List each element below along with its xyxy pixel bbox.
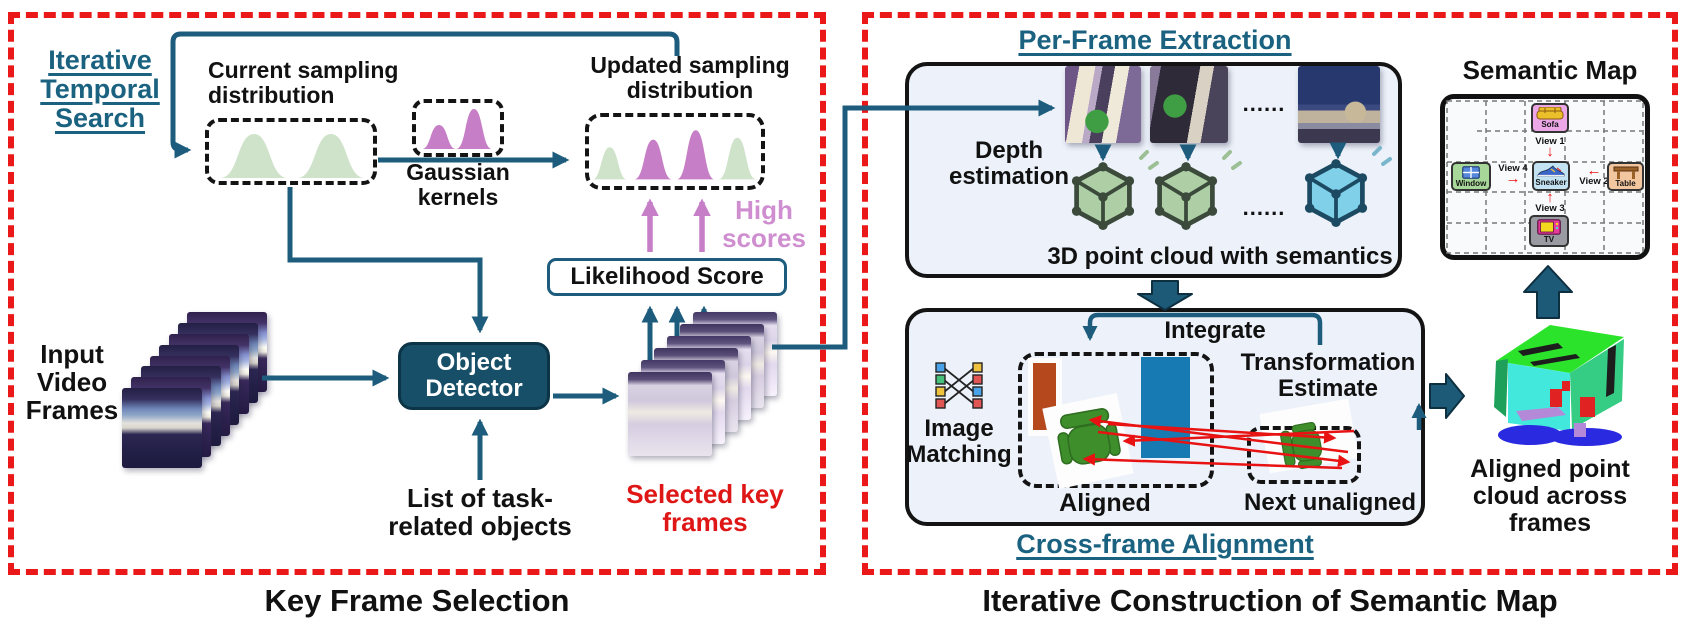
extraction-photo-1 bbox=[1065, 66, 1141, 143]
sneaker-icon bbox=[1537, 165, 1565, 177]
map-view-3: ↑ View 3 bbox=[1526, 189, 1574, 214]
pointcloud-cube-icon bbox=[1153, 162, 1219, 237]
map-sneaker-tile: Sneaker bbox=[1532, 161, 1570, 191]
aligned-label: Aligned bbox=[1059, 489, 1151, 517]
window-icon bbox=[1462, 165, 1480, 179]
extraction-photo-3 bbox=[1298, 66, 1380, 143]
frame-ellipsis: ...... bbox=[1242, 91, 1286, 116]
likelihood-score-box: Likelihood Score bbox=[547, 258, 787, 296]
current-distribution-curves bbox=[220, 134, 365, 178]
depth-estimation-label: Depth estimation bbox=[948, 137, 1070, 190]
updated-distribution-curves bbox=[592, 130, 757, 180]
cross-frame-alignment-heading: Cross-frame Alignment bbox=[1016, 529, 1314, 559]
per-frame-extraction-heading: Per-Frame Extraction bbox=[1018, 25, 1292, 55]
aligned-pointcloud-image bbox=[1488, 314, 1628, 459]
selected-keyframes-label: Selected key frames bbox=[626, 479, 784, 538]
sofa-label: Sofa bbox=[1541, 120, 1559, 129]
sneaker-label: Sneaker bbox=[1535, 178, 1567, 187]
semantic-map-construction-caption: Iterative Construction of Semantic Map bbox=[982, 583, 1558, 618]
window-label: Window bbox=[1455, 178, 1487, 188]
map-view-2: ← View 2 bbox=[1574, 162, 1614, 187]
view-1-label: View 1 bbox=[1535, 136, 1565, 147]
transformation-estimate-label: Transformation Estimate bbox=[1240, 349, 1416, 402]
video-frame-thumbnail bbox=[122, 388, 202, 468]
view-4-arrow-icon: → bbox=[1505, 169, 1521, 187]
unaligned-chair-icon bbox=[1278, 416, 1337, 474]
view-3-arrow-icon: ↑ bbox=[1546, 189, 1554, 206]
keyframe-thumbnail bbox=[628, 372, 712, 456]
image-matching-label: Image Matching bbox=[906, 415, 1012, 468]
table-icon bbox=[1613, 166, 1638, 179]
iterative-temporal-search-heading: Iterative Temporal Search bbox=[40, 45, 160, 134]
current-distribution-box bbox=[205, 118, 377, 185]
updated-distribution-label: Updated sampling distribution bbox=[590, 52, 790, 103]
tv-icon bbox=[1537, 218, 1561, 235]
aligned-chair-icon bbox=[1052, 401, 1126, 486]
pointcloud-cube-icon-blue bbox=[1303, 159, 1369, 234]
input-video-frames-label: Input Video Frames bbox=[25, 339, 119, 426]
view-3-label: View 3 bbox=[1535, 202, 1565, 214]
map-tv-tile: TV bbox=[1529, 215, 1569, 247]
task-objects-label: List of task- related objects bbox=[388, 483, 572, 542]
image-matching-icon bbox=[933, 360, 985, 419]
view-1-arrow-icon: ↓ bbox=[1546, 142, 1554, 160]
aligned-pointcloud-label: Aligned point cloud across frames bbox=[1470, 455, 1630, 537]
keyframe-selection-caption: Key Frame Selection bbox=[264, 583, 570, 618]
map-view-4: View 4 → bbox=[1494, 163, 1532, 187]
integrate-label: Integrate bbox=[1164, 317, 1266, 344]
tv-label: TV bbox=[1543, 234, 1555, 244]
extraction-photo-2 bbox=[1150, 66, 1228, 143]
next-unaligned-label: Next unaligned bbox=[1243, 489, 1417, 516]
map-view-1: View 1 ↓ bbox=[1526, 136, 1574, 160]
high-scores-label: High scores bbox=[722, 195, 806, 254]
table-label: Table bbox=[1615, 178, 1636, 188]
aligned-blue-object bbox=[1141, 357, 1190, 458]
map-table-tile: Table bbox=[1607, 162, 1644, 191]
cloud-ellipsis: ...... bbox=[1242, 195, 1286, 220]
pointcloud-semantics-label: 3D point cloud with semantics bbox=[1047, 243, 1393, 270]
sofa-icon bbox=[1536, 107, 1564, 120]
map-window-tile: Window bbox=[1451, 162, 1491, 191]
view-2-arrow-icon: ← bbox=[1586, 162, 1602, 179]
updated-distribution-box bbox=[585, 113, 765, 190]
semantic-map-title: Semantic Map bbox=[1462, 55, 1638, 85]
object-detector-box: Object Detector bbox=[398, 342, 550, 410]
view-2-label: View 2 bbox=[1579, 175, 1609, 187]
gaussian-kernels-label: Gaussian kernels bbox=[406, 159, 510, 210]
gaussian-kernel-curves bbox=[422, 109, 492, 149]
gaussian-kernels-box bbox=[412, 99, 504, 157]
pointcloud-cube-icon bbox=[1070, 162, 1136, 237]
map-sofa-tile: Sofa bbox=[1531, 103, 1569, 133]
view-4-label: View 4 bbox=[1498, 163, 1528, 174]
